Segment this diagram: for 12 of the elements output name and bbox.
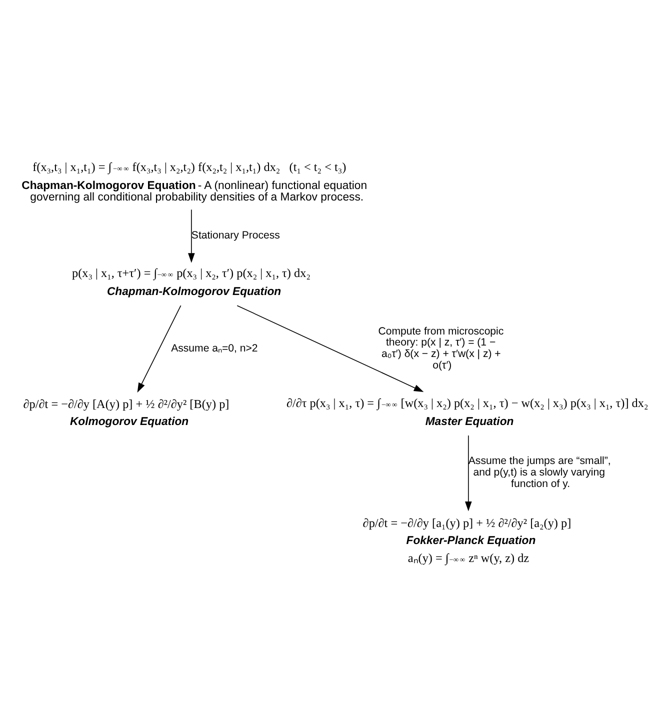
arrow (236, 304, 424, 392)
arrow (137, 304, 182, 392)
arrow (464, 434, 472, 511)
node-text: ∂/∂τ p(x₃ | x₁, τ) = ∫−∞∞ [w(x₃ | x₂) p(x₂ | x₁, τ) − w(x₂ | x₃) p(x₃ | x₁, τ)] dx₂ Master Equation (286, 396, 648, 428)
edge-label: Assume aₙ=0, n>2 (171, 342, 258, 354)
arrow (188, 208, 195, 262)
node-text: p(x₃ | x₁, τ+τ′) = ∫−∞∞ p(x₃ | x₂, τ′) p(x₂ | x₁, τ) dx₂ Chapman-Kolmogorov Equation (72, 266, 310, 298)
edge-label: Stationary Process (191, 228, 280, 241)
node-text: ∂p/∂t = −∂/∂y [A(y) p] + ½ ∂²/∂y² [B(y) p] Kolmogorov Equation (23, 396, 230, 428)
edge-label: Compute from microscopic theory: p(x | z, τ′) = (1 − a₀τ′) δ(x − z) + τ′w(x | z) + o(τ′) (378, 324, 504, 371)
node-text: ∂p/∂t = −∂/∂y [a₁(y) p] + ½ ∂²/∂y² [a₂(y) p] Fokker-Planck Equation aₙ(y) = ∫−∞∞ zⁿ w(y, z) dz (362, 515, 572, 564)
node-text: f(x₃,t₃ | x₁,t₁) = ∫−∞∞ f(x₃,t₃ | x₂,t₂) f(x₂,t₂ | x₁,t₁) dx₂ (t₁ < t₂ < t₃) Chapman-Kolmogorov Equation - A (nonlinear) functional equation governing all conditional probability densities of a Markov process. (22, 160, 368, 203)
